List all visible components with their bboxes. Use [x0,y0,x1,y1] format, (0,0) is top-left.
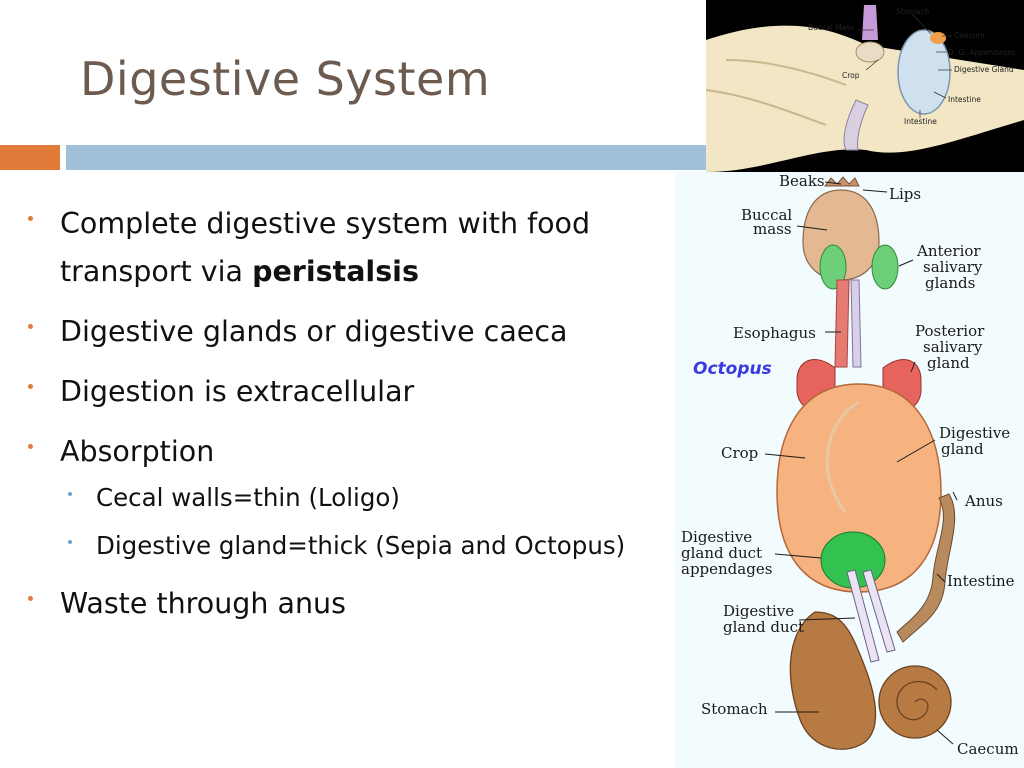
bullet-dot [28,216,33,221]
salivary-duct-shape [850,279,862,368]
bullet-item: Digestion is extracellular [28,368,678,416]
label-stomach: Stomach [896,7,929,16]
gland-duct-shape [846,569,880,663]
label-duct-appendages-2: gland duct [681,544,762,562]
squid-anatomy-diagram: Stomach Buccal Mass Caecum D. G. Appenda… [706,0,1024,172]
sub-bullet-text: Digestive gland=thick (Sepia and Octopus… [96,531,626,560]
label-anterior-2: salivary [923,258,983,276]
bullet-item: Complete digestive system with food tran… [28,200,678,296]
leader-line [896,439,936,463]
mantle-fold-line [725,59,847,86]
bullet-text: Complete digestive system with food tran… [60,200,678,296]
beaks-shape [824,176,860,187]
label-caecum: Caecum [957,740,1019,758]
bullet-text-bold: peristalsis [252,255,419,288]
title-rule-bar [66,145,706,170]
label-stomach: Stomach [701,700,768,718]
octopus-digestive-diagram: Beaks Lips Buccal mass Anterior salivary… [675,172,1024,768]
stomach-shape [789,611,877,750]
sub-bullet-dot [68,540,72,544]
leader-line [936,729,954,745]
leader-line [824,181,842,185]
leader-line [898,259,914,267]
label-buccal-1: Buccal [741,206,792,224]
bullet-text: Absorption [60,435,215,468]
bullet-list: Complete digestive system with food tran… [28,200,678,640]
leader-line [774,553,822,559]
label-beaks: Beaks [779,172,825,190]
label-anterior-1: Anterior [916,242,981,260]
bullet-text-plain: Complete digestive system with food tran… [60,207,591,288]
intestine-shape [896,493,956,643]
label-dg-appendages: D. G. Appendages [948,48,1016,57]
slide-title: Digestive System [80,52,491,106]
leader-line [764,453,806,459]
leader-line [933,91,947,99]
caecum-spiral [896,680,938,721]
label-anus: Anus [964,492,1003,510]
leader-line [796,225,828,231]
label-gland-duct-2: gland duct [723,618,804,636]
sub-bullet-dot [68,492,72,496]
label-caecum: Caecum [954,31,985,40]
label-duct-appendages-3: appendages [681,560,772,578]
bullet-item: Waste through anus [28,580,678,628]
leader-line [911,13,932,35]
sub-bullet-list: Cecal walls=thin (Loligo) Digestive glan… [60,476,678,568]
esophagus-shape [834,279,850,368]
label-organism: Octopus [693,359,772,379]
label-crop: Crop [721,444,758,462]
label-digestive-gland: Digestive Gland [954,65,1014,74]
octopus-digestive-svg: Beaks Lips Buccal mass Anterior salivary… [681,172,1019,758]
mantle-fold-line [706,89,827,126]
buccal-mass-shape [862,5,878,40]
crop-shape [855,41,885,63]
squid-anatomy-svg: Stomach Buccal Mass Caecum D. G. Appenda… [706,5,1024,172]
bullet-dot [28,324,33,329]
label-intestine: Intestine [948,95,981,104]
label-buccal-mass: Buccal Mass [808,23,854,32]
leader-line [910,361,916,373]
bullet-text: Waste through anus [60,587,346,620]
leader-line [862,189,888,193]
intestine-tube-shape [843,99,869,151]
label-crop: Crop [842,71,860,80]
label-digestive-gland-1: Digestive [939,424,1010,442]
bullet-dot [28,384,33,389]
label-duct-appendages-1: Digestive [681,528,752,546]
bullet-text: Digestive glands or digestive caeca [60,315,568,348]
anterior-salivary-gland-right [871,244,899,290]
leader-line [952,491,958,501]
label-esophagus: Esophagus [733,324,816,342]
bullet-text: Digestion is extracellular [60,375,415,408]
digestive-gland-shape [897,29,951,115]
bullet-item: Absorption Cecal walls=thin (Loligo) Dig… [28,428,678,568]
crop-outline [825,400,860,513]
label-buccal-2: mass [753,220,792,238]
label-anterior-3: glands [925,274,975,292]
label-posterior-1: Posterior [915,322,985,340]
sub-bullet-item: Cecal walls=thin (Loligo) [60,476,678,520]
label-intestine-lower: Intestine [904,117,937,126]
sub-bullet-text: Cecal walls=thin (Loligo) [96,483,400,512]
title-accent-bar [0,145,60,170]
leader-line [936,573,946,583]
anterior-salivary-gland-left [819,244,847,290]
label-gland-duct-1: Digestive [723,602,794,620]
sub-bullet-item: Digestive gland=thick (Sepia and Octopus… [60,524,678,568]
bullet-item: Digestive glands or digestive caeca [28,308,678,356]
label-lips: Lips [889,185,921,203]
bullet-dot [28,596,33,601]
gland-duct-shape [862,569,896,653]
label-posterior-2: salivary [923,338,983,356]
label-posterior-3: gland [927,354,970,372]
bullet-dot [28,444,33,449]
label-digestive-gland-2: gland [941,440,984,458]
caecum-shape [930,32,946,44]
leader-line [798,617,856,621]
leader-line [865,59,879,71]
label-intestine: Intestine [947,572,1015,590]
